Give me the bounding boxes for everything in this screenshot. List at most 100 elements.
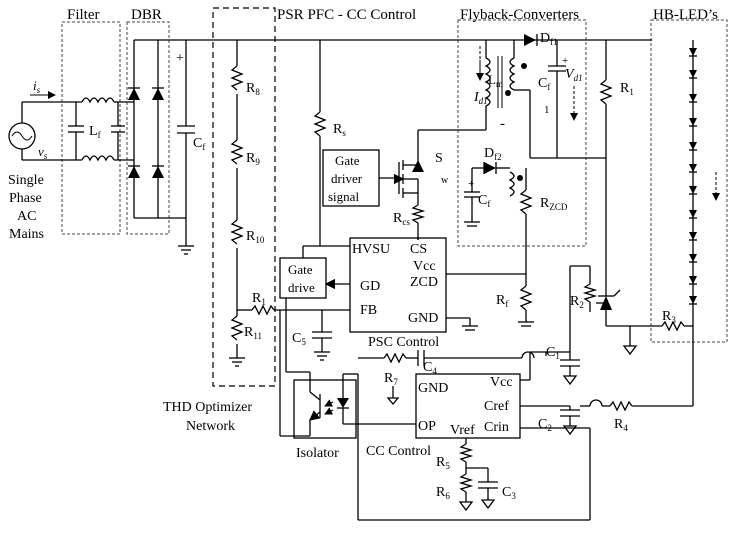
resistor-r5 xyxy=(458,443,474,463)
cf-aux-plus: + xyxy=(468,178,474,190)
resistor-r3 xyxy=(661,320,685,332)
thd-optimizer-block xyxy=(212,7,276,387)
resistor-r2 xyxy=(582,283,598,303)
cf-dbr-plus: + xyxy=(176,51,184,66)
ground-icon xyxy=(562,375,578,386)
id1-label: Id1 xyxy=(473,90,488,106)
rcs-label: Rcs xyxy=(393,211,410,227)
resistor-r1-led xyxy=(599,79,613,105)
switch-label-w: w xyxy=(441,175,449,186)
psr-pfc-label: PSR PFC - CC Control xyxy=(277,7,416,23)
resistor-r1-fb xyxy=(251,304,275,316)
is-label: is xyxy=(33,78,41,95)
vs-label: vs xyxy=(38,144,48,161)
gate-signal-line2: driver xyxy=(331,171,363,186)
r10-label: R10 xyxy=(246,229,265,245)
source-line2: Phase xyxy=(9,191,42,206)
c1-label: C1 xyxy=(546,345,560,361)
flyback-label: Flyback-Converters xyxy=(460,7,579,23)
cc-pin-cref: Cref xyxy=(484,399,509,414)
bridge-diode-2 xyxy=(152,88,164,100)
cf-out-one: 1 xyxy=(544,104,550,116)
cf-out-plus: + xyxy=(562,55,568,67)
resistor-r8 xyxy=(230,65,244,91)
df1-label: Df1 xyxy=(540,31,558,47)
ic-pin-zcd: ZCD xyxy=(410,275,438,290)
ic-pin-fb: FB xyxy=(360,303,377,318)
cf-out-label: Cf xyxy=(538,76,550,92)
cc-pin-vref: Vref xyxy=(450,423,475,438)
source-line3: AC xyxy=(17,209,36,224)
ic-pin-gnd: GND xyxy=(408,311,438,326)
c4-label: C4 xyxy=(423,360,437,376)
ground-icon xyxy=(386,397,400,406)
r7-label: R7 xyxy=(384,371,398,387)
hb-led-block xyxy=(650,19,728,343)
cc-control-label: CC Control xyxy=(366,444,431,459)
filter-inductor-top xyxy=(81,97,115,104)
resistor-r7 xyxy=(383,352,407,364)
flyback-minus: - xyxy=(500,116,505,132)
resistor-r4 xyxy=(609,400,633,412)
rf-label: Rf xyxy=(496,293,508,309)
rs-label: Rs xyxy=(333,122,346,138)
cf-dbr-label: Cf xyxy=(193,136,205,152)
resistor-r6 xyxy=(458,473,474,493)
lf-label: Lf xyxy=(89,124,101,140)
thd-label-line1: THD Optimizer xyxy=(163,400,252,415)
rzcd-label: RZCD xyxy=(540,196,568,212)
flyback-block xyxy=(457,19,587,247)
cf-aux-label: Cf xyxy=(478,193,490,209)
resistor-rf xyxy=(519,285,533,311)
bridge-diode-4 xyxy=(152,166,164,178)
cc-pin-vcc: Vcc xyxy=(490,375,513,390)
transformer-secondary xyxy=(509,57,516,91)
sine-icon xyxy=(11,131,33,141)
ground-icon xyxy=(480,499,496,510)
isolator-label: Isolator xyxy=(296,446,339,461)
r1-fb-label: R1 xyxy=(252,291,266,307)
vd1-label: Vd1 xyxy=(565,67,583,83)
resistor-rs xyxy=(313,111,327,137)
df2-label: Df2 xyxy=(484,146,502,162)
r11-label: R11 xyxy=(244,325,262,341)
ground-icon xyxy=(562,425,578,436)
lm-label: Lm xyxy=(488,72,503,89)
r9-label: R9 xyxy=(246,151,260,167)
r5-label: R5 xyxy=(436,455,450,471)
gate-drive-line1: Gate xyxy=(288,262,313,277)
led-string xyxy=(689,48,697,305)
gate-drive-line2: drive xyxy=(288,280,315,295)
isolator-optocoupler xyxy=(293,379,357,439)
aux-winding xyxy=(508,171,515,197)
ic-pin-cs: CS xyxy=(410,242,427,257)
resistor-r10 xyxy=(230,219,244,245)
resistor-r11 xyxy=(230,315,244,341)
cc-pin-crin: Crin xyxy=(484,420,509,435)
r6-label: R6 xyxy=(436,485,450,501)
cc-pin-op: OP xyxy=(418,419,436,434)
r1-led-label: R1 xyxy=(620,81,634,97)
r3-label: R3 xyxy=(662,309,676,325)
c5-label: C5 xyxy=(292,331,306,347)
filter-inductor-bottom xyxy=(81,155,115,162)
resistor-rcs xyxy=(410,204,426,224)
cc-pin-gnd: GND xyxy=(418,381,448,396)
switch-label-s: S xyxy=(435,151,443,166)
thd-label-line2: Network xyxy=(186,419,235,434)
transformer-primary xyxy=(484,57,491,107)
ground-icon xyxy=(622,345,638,356)
psc-control-label: PSC Control xyxy=(368,335,439,350)
diode-df2 xyxy=(484,162,496,174)
r2-label: R2 xyxy=(570,294,584,310)
source-line4: Mains xyxy=(9,227,44,242)
pfc-controller-ic xyxy=(349,237,447,333)
filter-label: Filter xyxy=(67,7,100,23)
resistor-rzcd xyxy=(519,189,533,215)
ground-icon xyxy=(458,501,474,512)
resistor-r9 xyxy=(230,139,244,165)
bridge-diode-1 xyxy=(128,88,140,100)
c2-label: C2 xyxy=(538,417,552,433)
